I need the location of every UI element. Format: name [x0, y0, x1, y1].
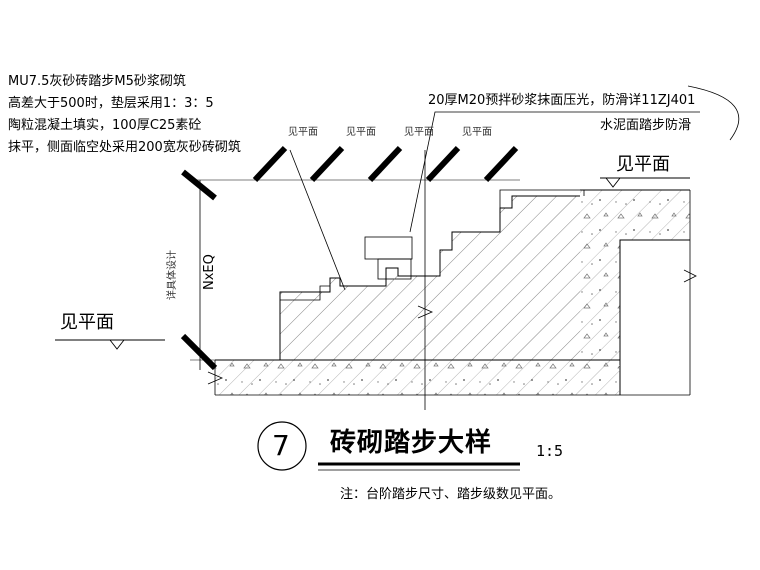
faint-ref-2: 见平面: [346, 127, 376, 138]
faint-ref-3: 见平面: [404, 127, 434, 138]
tick-mark: [425, 145, 461, 183]
concrete-inner-outline: [619, 239, 690, 395]
tick-mark: [483, 145, 519, 183]
annotation-left-line-3: 陶粒混凝土填实，100厚C25素砼: [8, 118, 202, 133]
leader-line-right: [409, 111, 700, 233]
arc-break-line: [687, 85, 740, 141]
tick-mark: [309, 145, 345, 183]
plan-ref-right: 见平面: [616, 154, 670, 175]
nxeq-label: NxEQ: [202, 254, 217, 290]
center-break-mark: [417, 305, 434, 319]
level-symbol-left: [55, 339, 165, 350]
detail-number: 7: [272, 429, 290, 462]
detail-title: 砖砌踏步大样: [330, 428, 493, 458]
annotation-left-line-2: 高差大于500时，垫层采用1：3：5: [8, 96, 214, 111]
tick-mark: [181, 169, 217, 201]
level-symbol-right: [600, 177, 690, 188]
tick-mark: [367, 145, 403, 183]
plaster-layer: [279, 285, 331, 360]
tick-mark: [252, 145, 288, 183]
detail-number-circle: [257, 421, 307, 471]
concrete-base-hatch: [215, 360, 620, 395]
tick-mark: [180, 333, 218, 371]
annotation-right-top: 20厚M20预拌砂浆抹面压光，防滑详11ZJ401: [428, 93, 696, 108]
annotation-right-second: 水泥面踏步防滑: [600, 118, 692, 133]
base-break-mark: [207, 371, 224, 385]
dimension-ticks: [180, 145, 519, 371]
detail-scale: 1:5: [536, 442, 564, 460]
anti-slip-box: [364, 236, 413, 260]
faint-ref-4: 见平面: [462, 127, 492, 138]
detail-note: 注：台阶踏步尺寸、踏步级数见平面。: [340, 487, 562, 502]
annotation-left-line-1: MU7.5灰砂砖踏步M5砂浆砌筑: [8, 74, 186, 89]
vertical-small-label: 详具体设计: [167, 250, 178, 300]
concrete-upper-hatch: [580, 190, 690, 360]
leader-line-left: [289, 149, 346, 291]
right-break-mark: [683, 269, 697, 283]
brick-steps-hatch: [280, 196, 580, 360]
faint-ref-1: 见平面: [288, 127, 318, 138]
plan-ref-left: 见平面: [60, 312, 114, 333]
annotation-left-line-4: 抹平，侧面临空处采用200宽灰砂砖砌筑: [8, 140, 241, 155]
